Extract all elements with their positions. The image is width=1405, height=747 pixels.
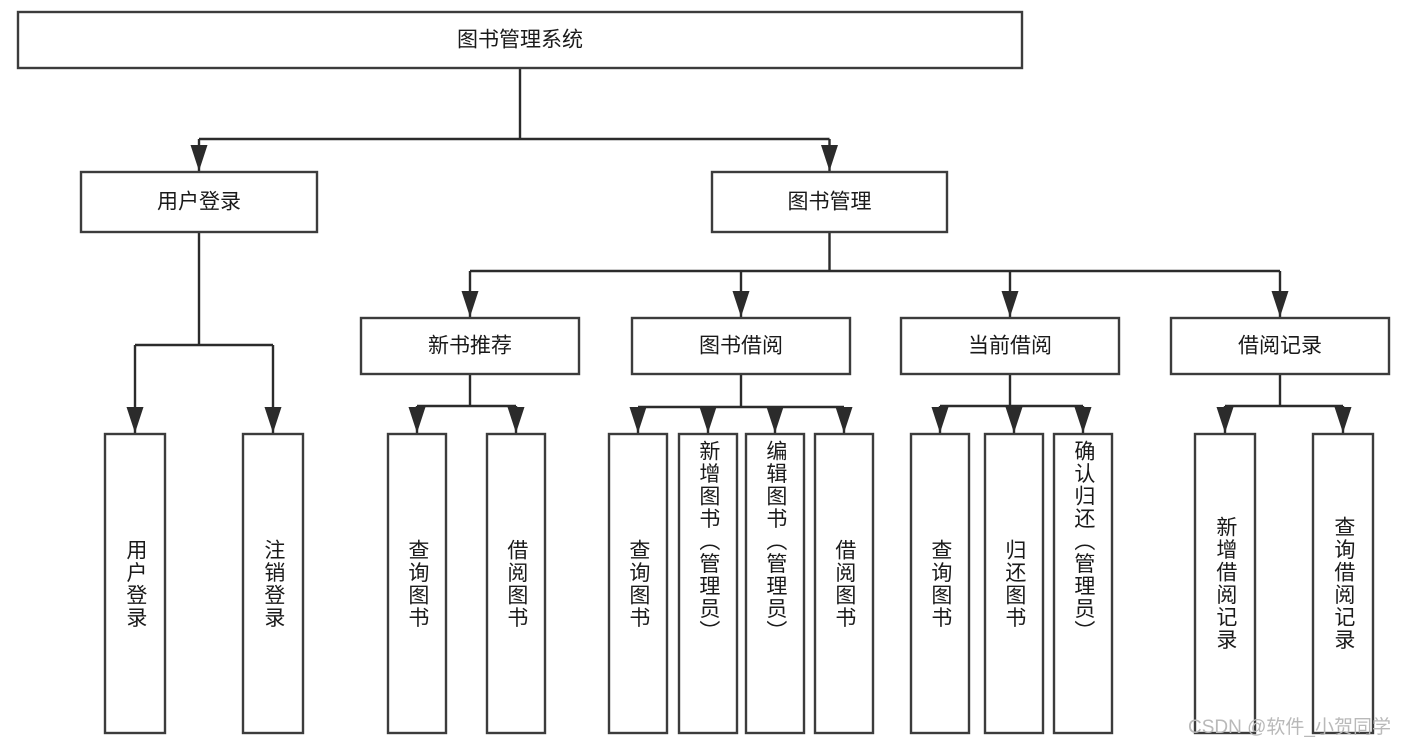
- node-label-user-login: 用户登录: [157, 191, 241, 214]
- arrow-head-leaf-user-login: [126, 407, 144, 433]
- node-box-user-login: [79, 170, 319, 234]
- node-label-current-borrow: 当前借阅: [968, 335, 1052, 358]
- arrow-head-leaf-borrow-book-2: [835, 407, 853, 433]
- arrow-head-leaf-logout: [264, 407, 282, 433]
- node-box-leaf-query-book-3: [909, 432, 971, 735]
- arrow-head-leaf-return-book: [1005, 407, 1023, 433]
- arrow-head-leaf-add-book: [699, 407, 717, 433]
- node-box-leaf-query-book-2: [607, 432, 669, 735]
- arrow-head-leaf-query-book-3: [931, 407, 949, 433]
- node-box-root: [16, 10, 1024, 70]
- node-box-borrow-record: [1169, 316, 1391, 376]
- node-box-book-manage: [710, 170, 949, 234]
- node-label-borrow-record: 借阅记录: [1238, 335, 1322, 358]
- node-box-book-borrow: [630, 316, 852, 376]
- node-box-layer: [16, 10, 1391, 735]
- node-label-root: 图书管理系统: [457, 29, 583, 52]
- node-box-leaf-borrow-book-2: [813, 432, 875, 735]
- arrow-head-leaf-confirm-return: [1074, 407, 1092, 433]
- node-label-book-manage: 图书管理: [788, 191, 872, 214]
- watermark-text: CSDN @软件_小贺同学: [1188, 717, 1391, 738]
- arrow-head-borrow-record: [1271, 291, 1289, 317]
- node-box-leaf-logout: [241, 432, 305, 735]
- node-box-leaf-return-book: [983, 432, 1045, 735]
- arrow-head-leaf-add-record: [1216, 407, 1234, 433]
- node-box-leaf-borrow-book-1: [485, 432, 547, 735]
- node-label-new-book-rec: 新书推荐: [428, 335, 512, 358]
- arrow-head-user-login: [190, 145, 208, 171]
- arrow-head-new-book-rec: [461, 291, 479, 317]
- node-box-leaf-query-record: [1311, 432, 1375, 735]
- arrow-head-leaf-query-book-1: [408, 407, 426, 433]
- arrow-head-current-borrow: [1001, 291, 1019, 317]
- node-label-book-borrow: 图书借阅: [699, 335, 783, 358]
- node-box-new-book-rec: [359, 316, 581, 376]
- arrow-head-leaf-query-book-2: [629, 407, 647, 433]
- node-box-leaf-query-book-1: [386, 432, 448, 735]
- arrow-head-book-manage: [821, 145, 838, 171]
- node-box-leaf-edit-book: [744, 432, 806, 735]
- node-box-current-borrow: [899, 316, 1121, 376]
- node-box-leaf-add-book: [677, 432, 739, 735]
- node-box-leaf-confirm-return: [1052, 432, 1114, 735]
- arrow-head-book-borrow: [732, 291, 750, 317]
- arrow-head-leaf-edit-book: [766, 407, 784, 433]
- node-box-leaf-user-login: [103, 432, 167, 735]
- connector-layer: [126, 68, 1352, 433]
- arrow-head-leaf-borrow-book-1: [507, 407, 525, 433]
- arrow-head-leaf-query-record: [1334, 407, 1352, 433]
- node-box-leaf-add-record: [1193, 432, 1257, 735]
